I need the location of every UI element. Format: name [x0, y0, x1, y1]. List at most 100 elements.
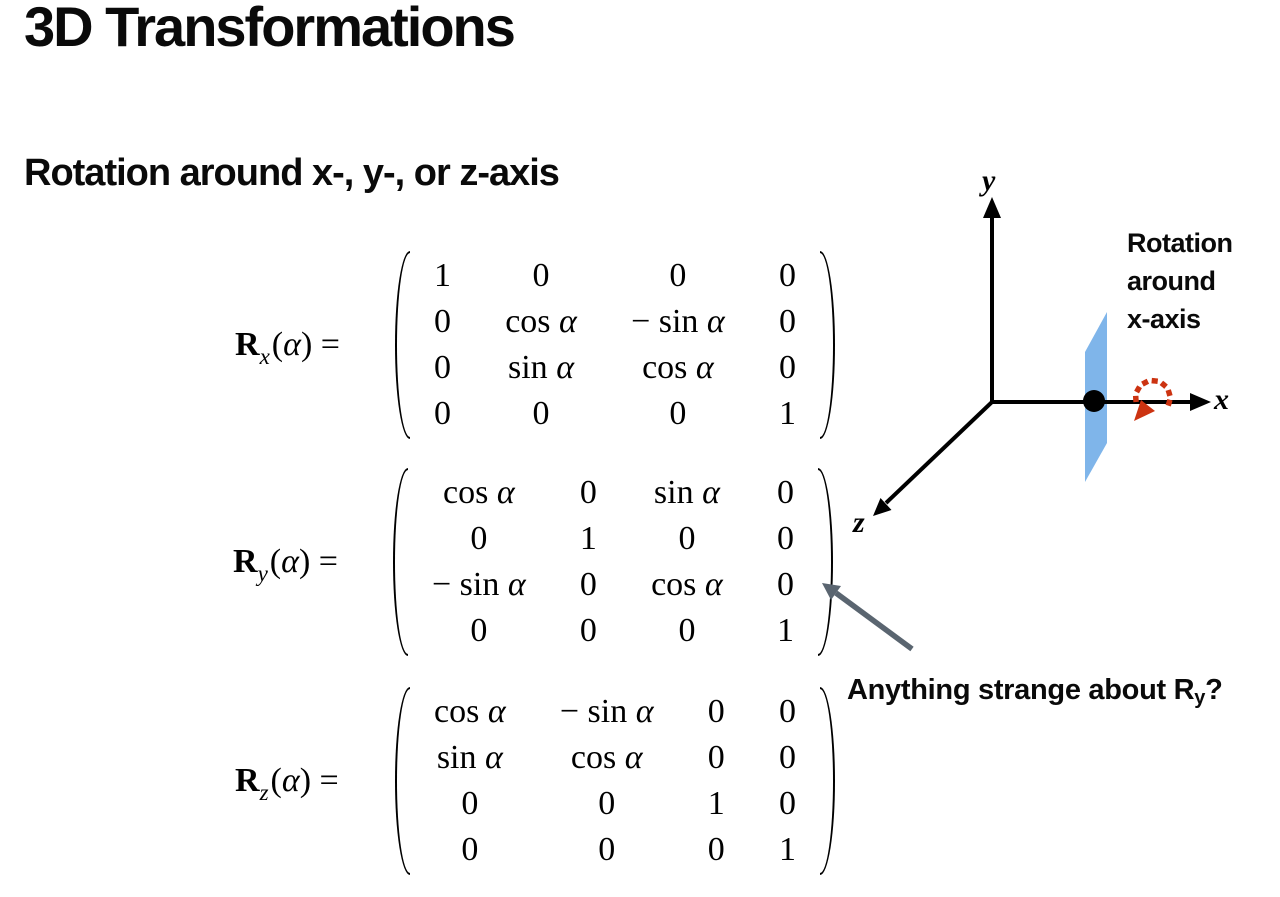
rotation-arc-arrowhead-icon [1134, 400, 1155, 421]
rotation-arc-icon [1133, 378, 1173, 408]
matrix-cell: 0 [776, 520, 794, 557]
matrix-cell: 0 [678, 612, 696, 649]
matrix-cell: 0 [778, 349, 796, 386]
matrix-cell: 0 [470, 520, 488, 557]
alpha-variable: α [485, 739, 503, 776]
alpha-variable: α [635, 693, 654, 730]
matrix-cell: cos α [651, 566, 723, 603]
matrix-label-rz: Rz(α) = [235, 762, 383, 805]
section-heading: Rotation around x-, y-, or z-axis [24, 152, 560, 194]
rotation-caption: Rotation around x-axis [1127, 228, 1233, 334]
matrix-cell: 0 [778, 693, 796, 730]
alpha-variable: α [706, 303, 725, 340]
y-axis-label: y [982, 164, 996, 197]
alpha-variable: α [695, 349, 714, 386]
matrix-cell: 0 [669, 395, 687, 432]
x-axis-point-dot [1083, 390, 1105, 412]
matrix-cell: 1 [778, 395, 796, 432]
matrix-cell: 0 [532, 395, 550, 432]
matrix-cell: 0 [707, 831, 725, 868]
equation-rz: Rz(α) = cos α − sin α 0 0 sin α cos α 0 0 0 0 1 0 0 0… [235, 687, 835, 875]
matrix-cell: 0 [470, 612, 488, 649]
z-axis-label: z [853, 506, 865, 539]
matrix-cell: 1 [776, 612, 794, 649]
alpha-variable: α [559, 303, 577, 340]
matrix-argument: (α) = [270, 762, 339, 799]
matrix-cell: 0 [776, 566, 794, 603]
matrix-cell: 0 [598, 831, 616, 868]
alpha-variable: α [507, 566, 526, 603]
matrix-cell: cos α [642, 349, 714, 386]
matrix-cell: sin α [436, 739, 503, 776]
x-axis-arrowhead-icon [1190, 393, 1211, 411]
matrix-cell: 0 [434, 395, 451, 432]
matrix-cell: 0 [707, 739, 725, 776]
question-text: Anything strange about Ry? [847, 674, 1223, 710]
matrix-symbol: R [235, 762, 260, 799]
matrix-cell: 0 [778, 257, 796, 294]
matrix-cell: 0 [461, 785, 479, 822]
matrix-argument: (α) = [269, 543, 338, 580]
matrix-label-rx: Rx(α) = [235, 326, 383, 369]
alpha-variable: α [496, 474, 515, 511]
question-suffix: ? [1205, 674, 1223, 706]
matrix-cell: cos α [570, 739, 643, 776]
rotation-plane [1085, 312, 1107, 482]
matrix-cell: 0 [579, 612, 597, 649]
x-axis-label: x [1214, 383, 1229, 416]
matrix-cell: 0 [678, 520, 696, 557]
matrix-cell: 0 [598, 785, 616, 822]
matrix-cell: 0 [707, 693, 725, 730]
matrix-cell: − sin α [559, 693, 654, 730]
matrix-cell: 0 [532, 257, 550, 294]
matrix-subscript: z [259, 780, 269, 805]
z-axis [884, 400, 994, 505]
z-axis-arrowhead-icon [873, 498, 892, 516]
matrix-cell: 0 [434, 303, 451, 340]
matrix-cell: 0 [461, 831, 479, 868]
alpha-variable: α [283, 326, 301, 363]
page-title: 3D Transformations [24, 0, 516, 58]
matrix-cell: 1 [778, 831, 796, 868]
matrix-cell: cos α [505, 303, 577, 340]
question-subscript: y [1194, 687, 1206, 709]
matrix-cell: cos α [434, 693, 506, 730]
matrix-cell: 1 [434, 257, 451, 294]
matrix-cell: 0 [778, 739, 796, 776]
matrix-label-ry: Ry(α) = [233, 543, 381, 586]
matrix-cell: sin α [508, 349, 575, 386]
matrix-cell: 0 [778, 303, 796, 340]
matrix-cell: − sin α [432, 566, 526, 603]
left-paren [395, 251, 410, 439]
question-main: Anything strange about R [847, 674, 1195, 706]
alpha-variable: α [487, 693, 506, 730]
matrix-cell: 0 [579, 474, 597, 511]
matrix-cell: 0 [579, 566, 597, 603]
matrix-cell: 0 [778, 785, 796, 822]
matrix-cell: 0 [669, 257, 687, 294]
right-paren [818, 468, 833, 656]
matrix-argument: (α) = [271, 326, 340, 363]
matrix-cell: sin α [653, 474, 720, 511]
alpha-variable: α [281, 543, 299, 580]
matrix-cell: 1 [579, 520, 597, 557]
left-paren [395, 687, 410, 875]
matrix-cell: 0 [434, 349, 451, 386]
y-axis-arrowhead-icon [983, 197, 1001, 218]
right-paren [820, 251, 835, 439]
matrix-subscript: x [259, 344, 270, 369]
matrix-symbol: R [235, 326, 260, 363]
annotation-arrow [834, 590, 914, 652]
matrix-symbol: R [233, 543, 258, 580]
alpha-variable: α [556, 349, 575, 386]
left-paren [393, 468, 408, 656]
alpha-variable: α [704, 566, 723, 603]
alpha-variable: α [702, 474, 720, 511]
matrix-subscript: y [257, 561, 268, 586]
right-paren [820, 687, 835, 875]
